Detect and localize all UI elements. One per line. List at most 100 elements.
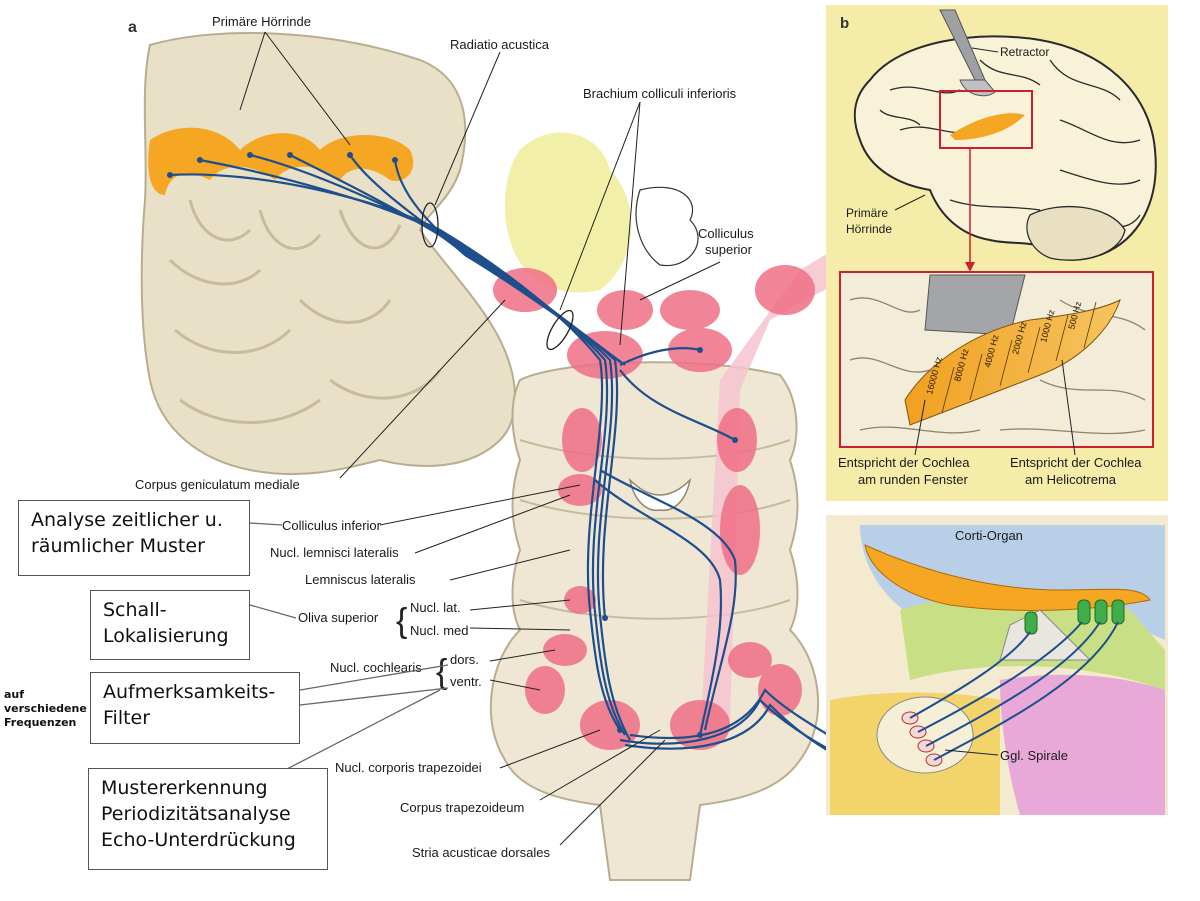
panel-a: a Primäre Hörrinde Radiatio acustica Bra… <box>128 14 1101 881</box>
panel-b-letter: b <box>840 15 849 32</box>
trapezoid-nucleus-left <box>580 700 640 750</box>
brainstem-bands <box>519 439 791 620</box>
frequency-divider <box>1083 301 1097 349</box>
hair-cells <box>1024 599 1125 635</box>
callout-schall: Schall- Lokalisierung <box>90 590 250 660</box>
panel-c: Corti-Organ Ggl. Spirale <box>826 515 1168 815</box>
side-note-line1: auf <box>4 688 25 701</box>
callout-analyse-line2: räumlicher Muster <box>31 535 205 557</box>
label-hoerrinde-b1: Primäre <box>846 206 888 220</box>
brachium-marker <box>546 309 574 351</box>
brace-oliva: { <box>396 602 407 640</box>
leader-lines <box>239 31 721 846</box>
label-stria: Stria acusticae dorsales <box>412 845 551 860</box>
right-caption-leader <box>1061 359 1076 456</box>
frequency-divider <box>1027 326 1041 374</box>
label-corpus-trapezoideum: Corpus trapezoideum <box>400 800 524 815</box>
zoom-box <box>939 90 1033 149</box>
cochlear-nerve-fibres <box>909 621 1119 761</box>
label-retractor: Retractor <box>1000 45 1049 59</box>
outer-hair-cell-3 <box>1111 599 1125 625</box>
corti-pink-region <box>1000 674 1165 815</box>
colliculus-superior-nucleus <box>597 290 653 330</box>
label-corpus-geniculatum: Corpus geniculatum mediale <box>135 477 300 492</box>
label-primaere-hoerrinde: Primäre Hörrinde <box>212 14 311 29</box>
frequency-divider <box>999 339 1013 387</box>
lemniscus-nucleus-left <box>562 408 602 472</box>
side-note-line3: Frequenzen <box>4 716 77 729</box>
callout-aufmerksamkeit: Aufmerksamkeits- Filter <box>90 672 300 744</box>
label-brachium: Brachium colliculi inferioris <box>583 86 737 101</box>
nucl-lemnisci-lateralis <box>558 474 602 506</box>
label-ggl-spirale: Ggl. Spirale <box>1000 748 1068 763</box>
hoerrinde-leader <box>894 194 926 211</box>
label-nucl-lat: Nucl. lat. <box>410 600 461 615</box>
label-dors: dors. <box>450 652 479 667</box>
cerebellum <box>1026 205 1126 261</box>
callout-schall-line2: Lokalisierung <box>103 625 229 647</box>
colliculus-superior-region <box>504 132 632 293</box>
frequency-divider <box>1055 314 1069 362</box>
inner-hair-cell <box>1024 611 1038 635</box>
colliculus-nucleus-far <box>755 265 815 315</box>
label-radiatio-acustica: Radiatio acustica <box>450 37 550 52</box>
callout-muster: Mustererkennung Periodizitätsanalyse Ech… <box>88 768 328 870</box>
frequency-divider <box>969 353 983 401</box>
label-hoerrinde-b2: Hörrinde <box>846 222 892 236</box>
label-ventr: ventr. <box>450 674 482 689</box>
outer-hair-cell-1 <box>1077 599 1091 625</box>
callout-muster-line3: Echo-Unterdrückung <box>101 829 296 851</box>
ggl-leader <box>944 749 999 756</box>
fourth-ventricle <box>628 477 692 512</box>
label-nucl-cochlearis: Nucl. cochlearis <box>330 660 422 675</box>
frequency-divider <box>941 366 955 414</box>
colliculus-outline <box>635 186 699 267</box>
nucl-cochlearis-dors <box>543 634 587 666</box>
cochlearis-right <box>758 664 802 716</box>
label-colliculus-inferior: Colliculus inferior <box>282 518 382 533</box>
left-caption-leader <box>914 399 926 456</box>
oliva-right <box>728 642 772 678</box>
label-left-caption-1: Entspricht der Cochlea <box>838 455 970 470</box>
side-note-frequencies: auf verschiedene Frequenzen <box>4 688 96 730</box>
side-note-line2: verschiedene <box>4 702 87 715</box>
label-right-caption-2: am Helicotrema <box>1025 472 1117 487</box>
pink-tract <box>700 240 860 740</box>
exposed-auditory-cortex <box>950 113 1025 140</box>
panel-a-letter: a <box>128 19 137 36</box>
radiatio-marker <box>421 202 439 248</box>
tonotopic-cortex <box>904 299 1121 426</box>
corti-title: Corti-Organ <box>955 528 1023 543</box>
tectorial-membrane <box>864 544 1151 611</box>
callout-muster-line1: Mustererkennung <box>101 777 268 799</box>
callout-analyse-line1: Analyse zeitlicher u. <box>31 509 223 531</box>
callout-aufmerksamkeit-line2: Filter <box>103 707 151 729</box>
cortex-folds <box>168 199 442 424</box>
label-nucl-med: Nucl. med <box>410 623 469 638</box>
label-nucl-lemnisci: Nucl. lemnisci lateralis <box>270 545 399 560</box>
callout-muster-line2: Periodizitätsanalyse <box>101 803 291 825</box>
label-colliculus-superior-1: Colliculus <box>698 226 754 241</box>
outer-hair-cell-2 <box>1094 599 1108 625</box>
callout-aufmerksamkeit-line1: Aufmerksamkeits- <box>103 681 276 703</box>
label-colliculus-superior-2: superior <box>705 242 753 257</box>
brainstem <box>489 361 820 881</box>
callout-analyse: Analyse zeitlicher u. räumlicher Muster <box>18 500 250 576</box>
callout-schall-line1: Schall- <box>103 599 167 621</box>
retractor-leader <box>971 47 999 53</box>
label-oliva: Oliva superior <box>298 610 379 625</box>
primary-auditory-cortex <box>148 127 414 195</box>
cortex-section <box>140 32 516 476</box>
fibre-terminals <box>167 152 738 738</box>
colliculus-superior-nucleus-2 <box>660 290 720 330</box>
lemniscus-lateralis-right <box>720 485 760 575</box>
brace-cochlearis: { <box>436 653 447 691</box>
label-lemniscus: Lemniscus lateralis <box>305 572 416 587</box>
label-nucl-trapezoidei: Nucl. corporis trapezoidei <box>335 760 482 775</box>
nucl-cochlearis-ventr <box>525 666 565 714</box>
zoom-arrow <box>965 262 975 272</box>
callout-connectors <box>249 522 449 771</box>
